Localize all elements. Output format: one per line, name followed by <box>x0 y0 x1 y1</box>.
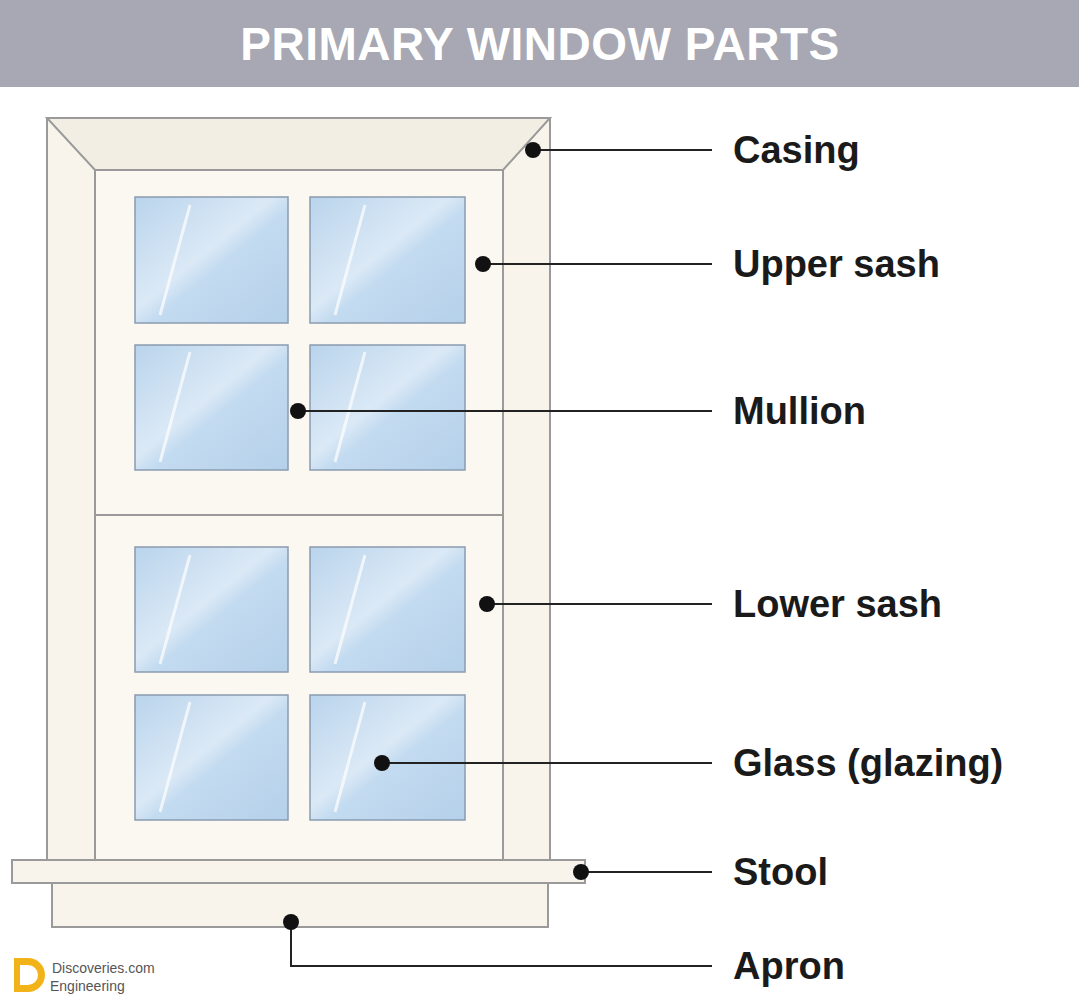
glass-panes <box>135 197 465 820</box>
lower-sash <box>95 515 503 860</box>
part-label: Mullion <box>733 392 866 430</box>
leader-lines <box>291 150 712 966</box>
part-label: Glass (glazing) <box>733 744 1003 782</box>
title-banner <box>0 0 1079 87</box>
casing-head <box>47 118 550 170</box>
title: PRIMARY WINDOW PARTS <box>240 17 839 71</box>
watermark: Engineering <box>50 979 125 993</box>
part-label: Apron <box>733 947 845 985</box>
stool <box>12 860 585 883</box>
upper-sash <box>95 170 503 515</box>
apron <box>52 883 548 927</box>
part-label: Lower sash <box>733 585 942 623</box>
part-label: Stool <box>733 853 828 891</box>
part-label: Casing <box>733 131 860 169</box>
part-label: Upper sash <box>733 245 940 283</box>
watermark: Discoveries.com <box>52 961 155 975</box>
casing <box>47 118 550 863</box>
leader-dots <box>283 142 589 930</box>
watermark-logo <box>14 958 45 992</box>
